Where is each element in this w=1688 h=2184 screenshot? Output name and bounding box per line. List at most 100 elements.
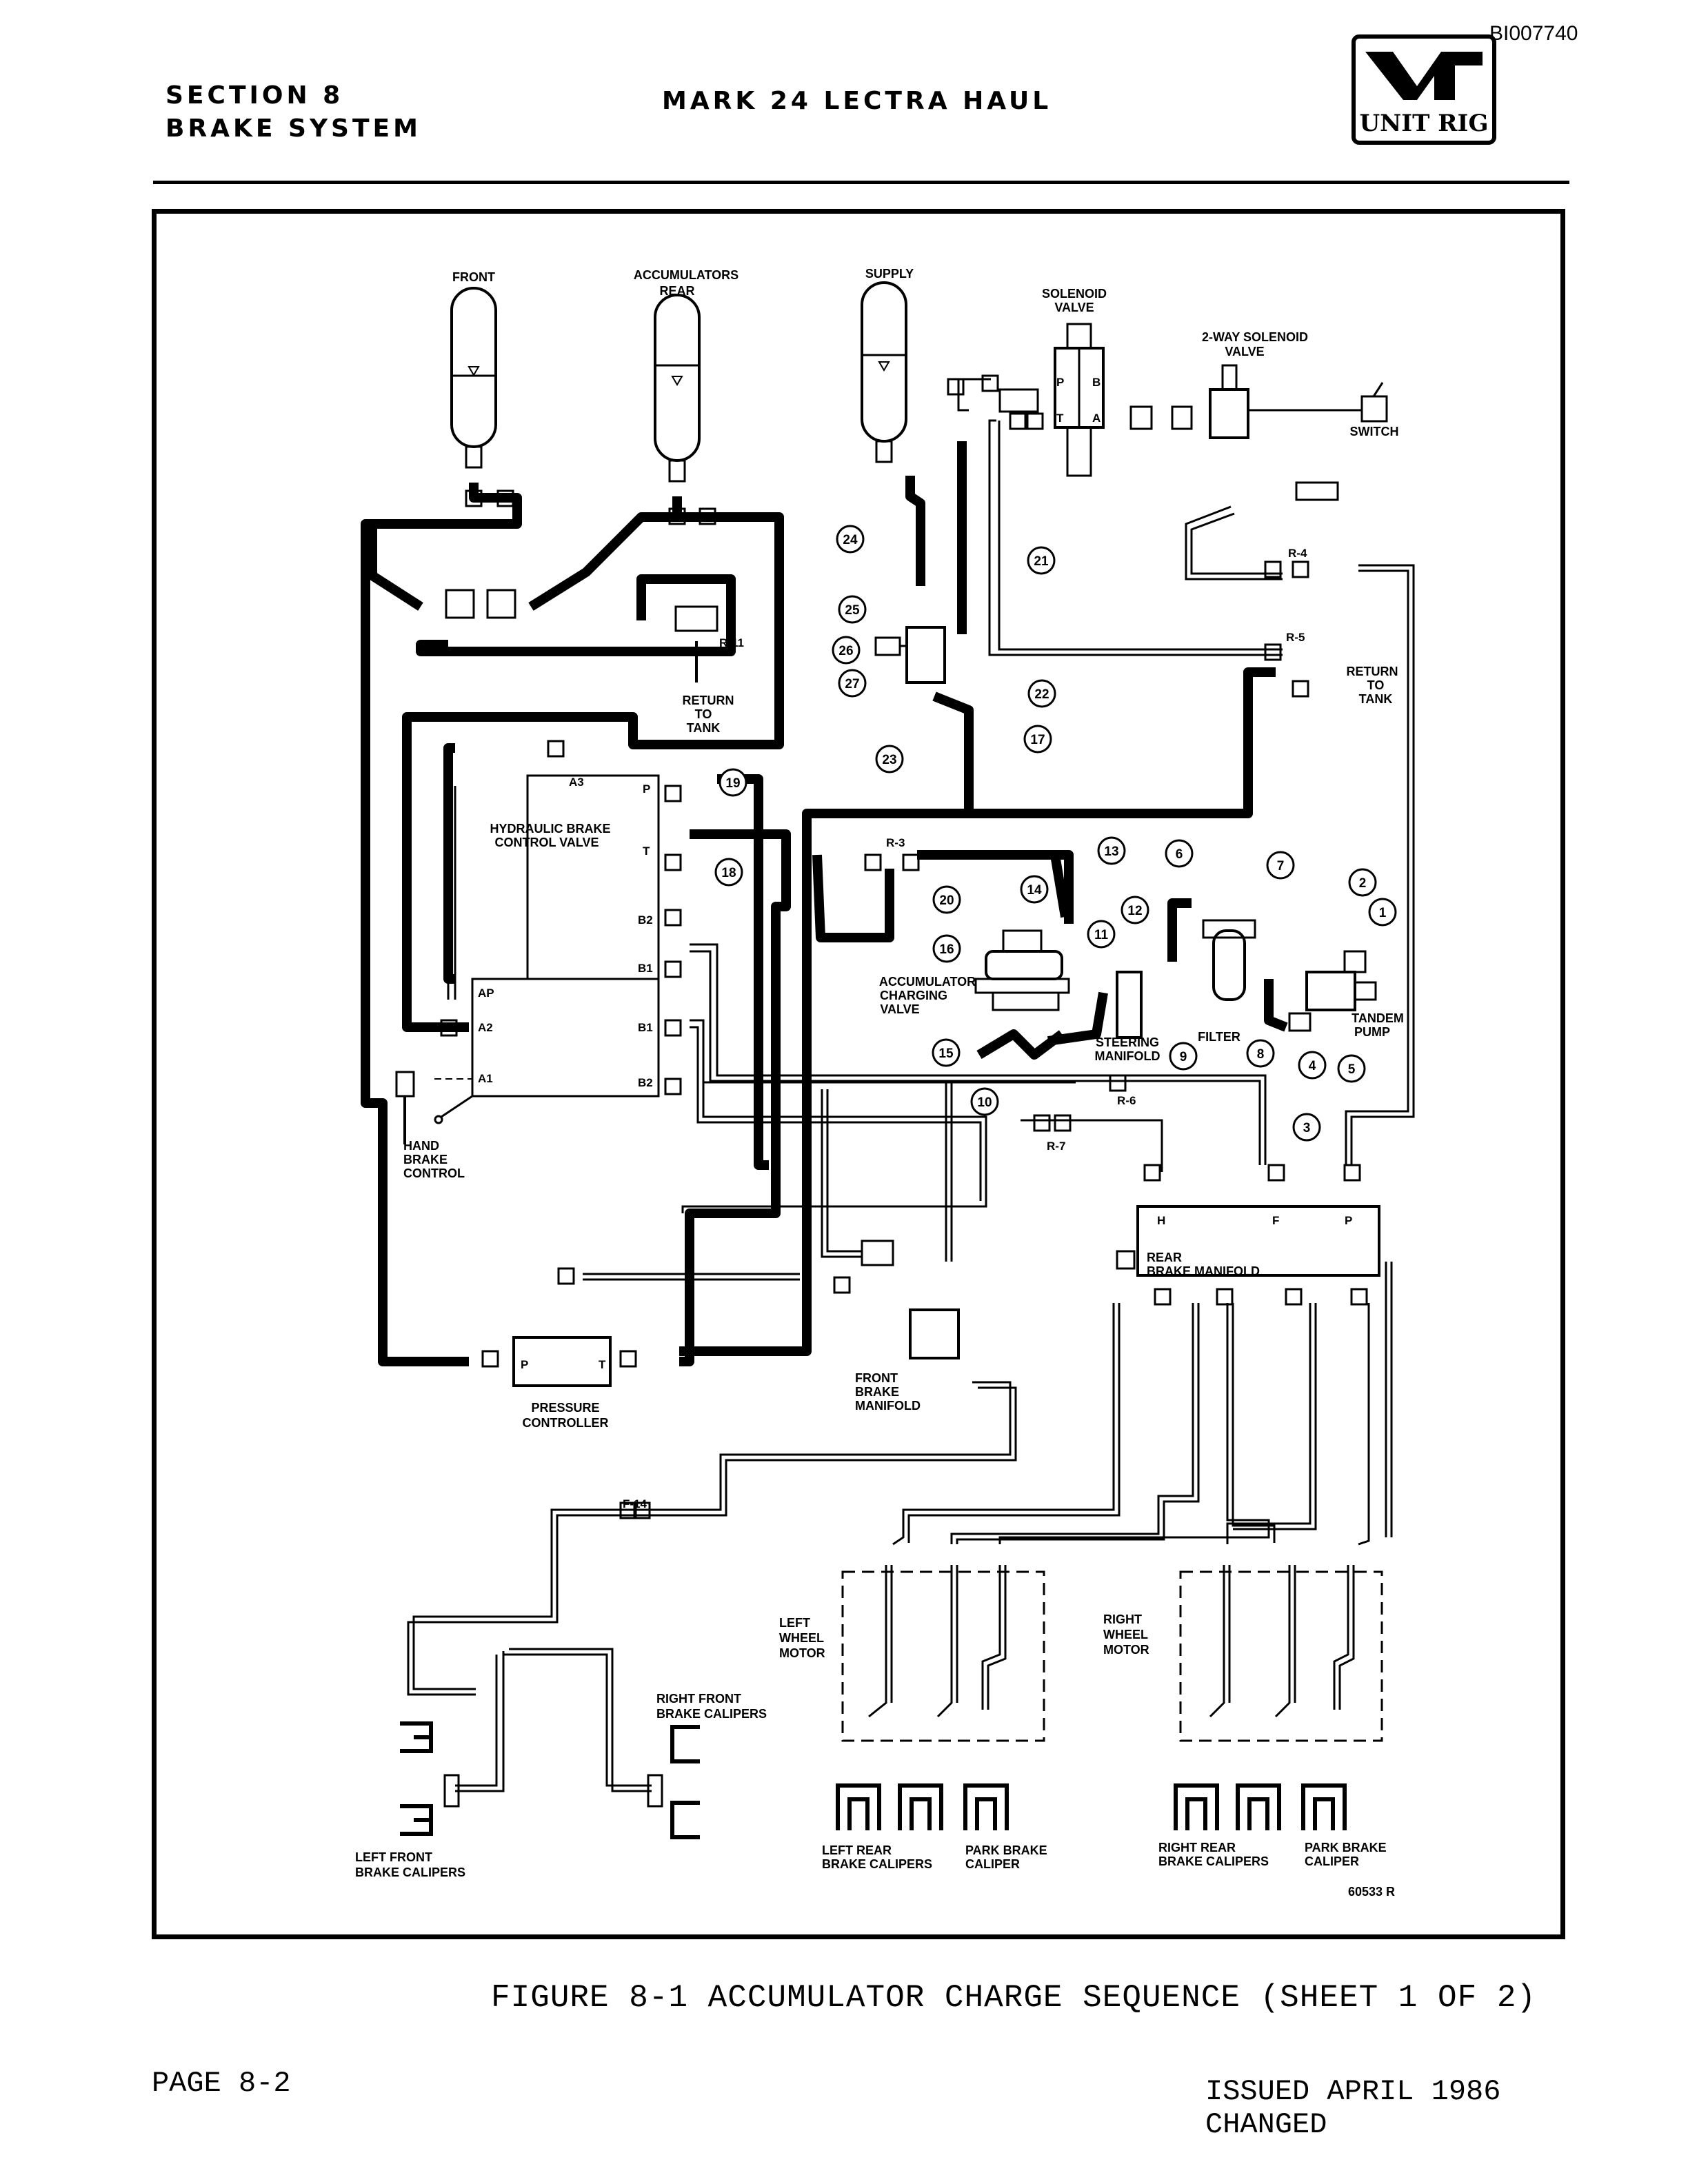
svg-text:CONTROLLER: CONTROLLER [523, 1416, 609, 1430]
svg-text:CONTROL VALVE: CONTROL VALVE [494, 836, 599, 849]
svg-text:RETURN: RETURN [683, 694, 734, 707]
section-heading: SECTION 8 [165, 81, 344, 110]
filter [1212, 929, 1246, 1001]
svg-text:LEFT: LEFT [779, 1616, 810, 1630]
callout-circle-21 [1027, 546, 1056, 575]
callout-number-22: 22 [1034, 687, 1049, 702]
svg-text:TO: TO [1367, 678, 1385, 692]
svg-text:R-11: R-11 [719, 636, 744, 649]
rear-accumulator [654, 294, 701, 483]
svg-text:TO: TO [695, 707, 712, 721]
callout-circle-3 [1292, 1113, 1321, 1142]
svg-text:SWITCH: SWITCH [1350, 425, 1399, 438]
callout-number-18: 18 [721, 866, 736, 880]
front-caliper-shapes [400, 1721, 700, 1839]
callout-number-6: 6 [1176, 847, 1183, 862]
svg-text:R-5: R-5 [1286, 631, 1305, 644]
svg-text:B: B [1092, 376, 1101, 389]
callout-circle-20 [932, 885, 961, 914]
svg-text:BRAKE MANIFOLD: BRAKE MANIFOLD [1147, 1264, 1260, 1278]
manual-title: MARK 24 LECTRA HAUL [662, 87, 1052, 115]
callout-number-16: 16 [939, 942, 954, 957]
svg-text:BRAKE CALIPERS: BRAKE CALIPERS [355, 1866, 465, 1879]
left-rear-caliper-shapes [836, 1783, 1009, 1830]
svg-text:VALVE: VALVE [880, 1002, 919, 1016]
callout-circle-11 [1087, 920, 1116, 949]
callout-number-7: 7 [1277, 859, 1285, 873]
svg-text:WHEEL: WHEEL [1103, 1628, 1148, 1641]
callout-circle-14 [1020, 875, 1049, 904]
callout-circle-12 [1121, 896, 1149, 924]
callout-number-4: 4 [1309, 1059, 1316, 1073]
callout-circle-7 [1266, 851, 1295, 880]
svg-text:T: T [643, 845, 650, 858]
svg-text:MOTOR: MOTOR [1103, 1643, 1149, 1657]
unit-rig-logo: UNIT RIG [1352, 34, 1496, 145]
svg-text:MANIFOLD: MANIFOLD [1095, 1049, 1160, 1063]
subsection-heading: BRAKE SYSTEM [165, 114, 421, 143]
svg-text:PARK BRAKE: PARK BRAKE [1305, 1841, 1387, 1854]
svg-text:CALIPER: CALIPER [965, 1857, 1020, 1871]
svg-text:A1: A1 [478, 1072, 493, 1085]
svg-text:B2: B2 [638, 913, 653, 927]
svg-text:BRAKE CALIPERS: BRAKE CALIPERS [1158, 1854, 1269, 1868]
callout-number-15: 15 [938, 1046, 954, 1061]
callout-circle-17 [1023, 725, 1052, 754]
svg-text:BRAKE: BRAKE [403, 1153, 448, 1166]
svg-text:HAND: HAND [403, 1139, 439, 1153]
callout-circle-2 [1348, 868, 1377, 897]
steering-manifold [1116, 971, 1143, 1039]
svg-text:REAR: REAR [1147, 1251, 1182, 1264]
supply-accumulator [861, 281, 907, 463]
svg-text:CONTROL: CONTROL [403, 1166, 465, 1180]
svg-text:TANDEM: TANDEM [1352, 1011, 1404, 1025]
svg-text:T: T [1056, 412, 1064, 425]
svg-text:B1: B1 [638, 1021, 653, 1034]
callout-number-9: 9 [1180, 1050, 1187, 1064]
callout-circle-15 [932, 1038, 961, 1067]
callout-number-3: 3 [1303, 1121, 1311, 1135]
svg-text:R-4: R-4 [1288, 547, 1307, 560]
callout-circle-10 [970, 1087, 999, 1116]
svg-text:LEFT REAR: LEFT REAR [822, 1843, 892, 1857]
svg-text:HYDRAULIC BRAKE: HYDRAULIC BRAKE [490, 822, 611, 836]
callout-number-17: 17 [1030, 733, 1045, 747]
svg-text:F: F [1272, 1214, 1279, 1227]
right-wheel-motor [1179, 1570, 1383, 1742]
header-rule [153, 181, 1569, 184]
accumulator-charging-valve [974, 929, 1070, 1011]
svg-text:T: T [599, 1358, 606, 1371]
right-rear-caliper-shapes [1174, 1783, 1347, 1830]
svg-text:60533 R: 60533 R [1348, 1885, 1395, 1899]
svg-text:ACCUMULATOR: ACCUMULATOR [879, 975, 976, 989]
svg-text:F-14: F-14 [623, 1497, 647, 1510]
callout-circle-5 [1337, 1054, 1366, 1083]
svg-text:FRONT: FRONT [855, 1371, 898, 1385]
tandem-pump [1305, 971, 1356, 1011]
svg-text:WHEEL: WHEEL [779, 1631, 824, 1645]
svg-text:TANK: TANK [687, 721, 721, 735]
callout-number-1: 1 [1379, 906, 1387, 920]
figure-caption: FIGURE 8-1 ACCUMULATOR CHARGE SEQUENCE (… [491, 1980, 1537, 2016]
svg-text:2-WAY SOLENOID: 2-WAY SOLENOID [1202, 330, 1308, 344]
callout-number-23: 23 [882, 753, 896, 767]
svg-text:CALIPER: CALIPER [1305, 1854, 1359, 1868]
callout-number-27: 27 [845, 677, 859, 691]
svg-text:PARK BRAKE: PARK BRAKE [965, 1843, 1047, 1857]
front-accumulator [450, 287, 497, 469]
callout-circle-16 [932, 934, 961, 963]
callout-number-24: 24 [843, 533, 858, 547]
svg-text:RETURN: RETURN [1347, 665, 1398, 678]
callout-circle-22 [1027, 679, 1056, 708]
callout-number-2: 2 [1359, 876, 1367, 891]
svg-text:PUMP: PUMP [1354, 1025, 1390, 1039]
callout-circle-8 [1246, 1039, 1275, 1068]
svg-text:RIGHT FRONT: RIGHT FRONT [656, 1692, 741, 1706]
callout-number-13: 13 [1104, 845, 1118, 859]
callout-circle-6 [1165, 839, 1194, 868]
svg-text:CHARGING: CHARGING [880, 989, 947, 1002]
callout-number-5: 5 [1348, 1062, 1356, 1077]
callout-number-25: 25 [845, 603, 860, 618]
